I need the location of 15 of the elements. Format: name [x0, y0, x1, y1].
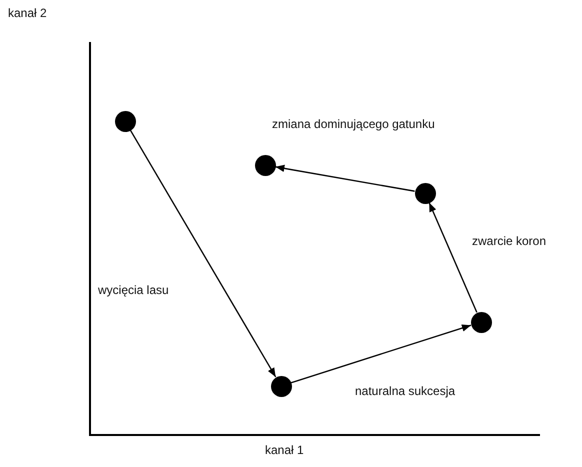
arrow — [130, 130, 276, 378]
point-dot — [114, 110, 136, 132]
point-dot — [270, 376, 292, 396]
point-dot — [414, 182, 436, 204]
arrow — [290, 324, 472, 384]
point-dot — [470, 312, 492, 332]
arrow — [428, 202, 478, 313]
axis-label: kanał 1 — [265, 443, 304, 457]
edge-label: wycięcia lasu — [98, 283, 169, 297]
arrow — [275, 164, 415, 192]
edge-label: zmiana dominującego gatunku — [272, 117, 435, 131]
edge-label: naturalna sukcesja — [355, 384, 456, 398]
edge-label: zwarcie koron — [472, 234, 546, 248]
axis-label: kanał 2 — [8, 6, 47, 20]
point-dot — [254, 154, 276, 176]
